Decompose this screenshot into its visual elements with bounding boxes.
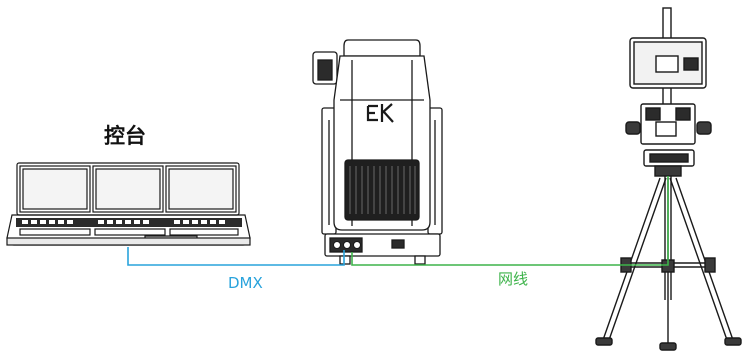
network-cable-label: 网线 <box>498 270 529 288</box>
fixture-connectors <box>333 241 361 249</box>
vent-slots <box>349 166 416 214</box>
dmx-cable-line <box>127 247 345 266</box>
console-keys <box>22 220 225 224</box>
ek-logo <box>366 103 394 123</box>
tripod-stand <box>595 7 742 351</box>
dmx-label: DMX <box>228 274 263 292</box>
moving-head-fixture <box>312 39 443 265</box>
console-label: 控台 <box>104 124 146 148</box>
network-cable-line <box>351 176 669 266</box>
lighting-console <box>6 162 251 246</box>
